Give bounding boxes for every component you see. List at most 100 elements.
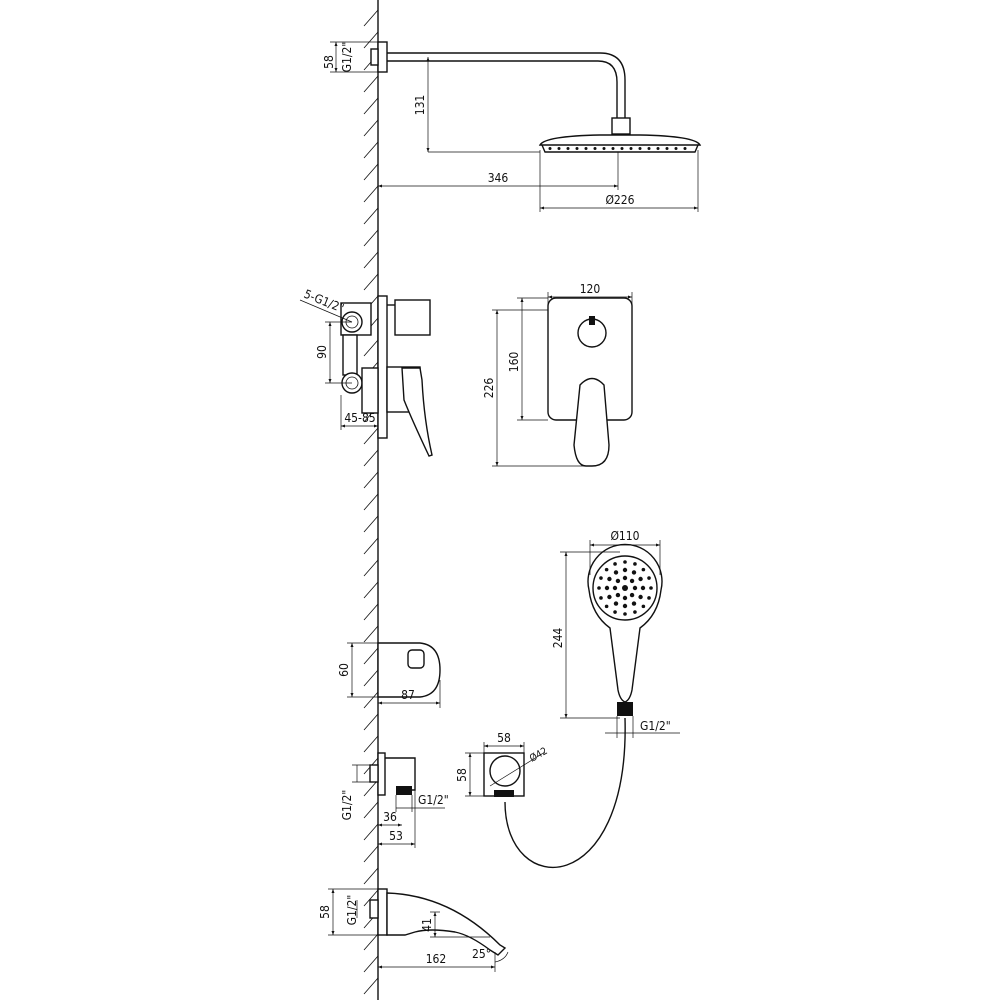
nozzle-dot xyxy=(622,567,628,573)
nozzle-dot xyxy=(599,576,603,580)
wall-hatch xyxy=(363,471,379,489)
nozzle-dot xyxy=(548,147,552,150)
nozzle-dot xyxy=(633,610,637,614)
nozzle-dot xyxy=(632,585,638,591)
nozzle-dot xyxy=(604,585,610,591)
nozzle-dot xyxy=(602,147,606,150)
wall-hatch xyxy=(363,251,379,269)
nozzle-dot xyxy=(566,147,570,150)
wall-hatch xyxy=(363,955,379,973)
mixer-side-view: 5-G1/2" 90 45-85 xyxy=(299,287,433,457)
wall-outlet-front-view: 58 58 Ø42 xyxy=(455,731,550,797)
nozzle-dot xyxy=(597,586,601,590)
head-thread: G1/2" xyxy=(340,42,354,73)
wall-hatch xyxy=(363,867,379,885)
hand-shower-diameter: Ø110 xyxy=(610,529,639,543)
wall-hatch xyxy=(363,141,379,159)
nozzle-dot xyxy=(638,594,643,600)
nozzle-dot xyxy=(641,604,646,609)
nozzle-dot xyxy=(674,147,678,150)
outlet-front-width: 58 xyxy=(497,731,511,745)
outlet-side-thread-right: G1/2" xyxy=(418,793,449,807)
spout-side-view: 58 G1/2" 41 162 25° xyxy=(318,888,509,972)
wall-hatch xyxy=(363,801,379,819)
nozzle-dot xyxy=(623,612,627,616)
nozzle-dot xyxy=(575,147,579,150)
wall-hatch xyxy=(363,603,379,621)
wall-hatch xyxy=(363,933,379,951)
nozzle-dot xyxy=(613,601,619,606)
nozzle-dot xyxy=(629,592,635,598)
hand-shower-thread: G1/2" xyxy=(640,719,671,733)
nozzle-dot xyxy=(638,147,642,150)
wall-hatch xyxy=(363,735,379,753)
mixer-width: 120 xyxy=(580,282,601,296)
wall-hatch xyxy=(363,427,379,445)
hand-shower-length: 244 xyxy=(551,628,565,649)
outlet-depth-outer: 53 xyxy=(389,829,403,843)
mixer-inlet-spacing: 90 xyxy=(315,345,329,359)
nozzle-dot xyxy=(631,601,637,606)
wall-hatch xyxy=(363,185,379,203)
nozzle-dot xyxy=(584,147,588,150)
wall-hatch xyxy=(363,339,379,357)
nozzle-dot xyxy=(607,594,612,600)
wall-hatch xyxy=(363,581,379,599)
nozzle-dot xyxy=(622,595,628,601)
head-projection: 346 xyxy=(488,171,509,185)
wall-hatch xyxy=(363,31,379,49)
nozzle-dot xyxy=(656,147,660,150)
wall-hatch xyxy=(363,559,379,577)
nozzle-dot xyxy=(557,147,561,150)
mixer-depth: 45-85 xyxy=(344,411,375,425)
head-flange-height: 58 xyxy=(322,55,336,69)
nozzle-dot xyxy=(599,596,603,600)
nozzle-dot xyxy=(640,585,646,591)
nozzle-dot xyxy=(620,147,624,150)
wall-hatch xyxy=(363,207,379,225)
spout-outlet-drop: 41 xyxy=(420,918,434,932)
wall-hatch xyxy=(363,537,379,555)
spout-height: 58 xyxy=(318,905,332,919)
wall-hatch xyxy=(363,273,379,291)
wall-hatch xyxy=(363,515,379,533)
nozzle-dot xyxy=(647,576,651,580)
outlet-front-diameter: Ø42 xyxy=(528,745,550,765)
nozzle-dot xyxy=(649,586,653,590)
nozzle-dot xyxy=(622,603,628,609)
spout-angle: 25° xyxy=(472,947,491,961)
nozzle-dot xyxy=(647,596,651,600)
nozzle-dot xyxy=(613,570,619,575)
holder-height: 60 xyxy=(337,663,351,677)
head-drop: 131 xyxy=(413,95,427,116)
mixer-height: 160 xyxy=(507,352,521,373)
wall-hatch xyxy=(363,713,379,731)
head-diameter: Ø226 xyxy=(605,193,634,207)
nozzle-dot xyxy=(633,562,637,566)
wall-hatch xyxy=(363,9,379,27)
wall-hatch xyxy=(363,119,379,137)
wall-outlet-side-view: G1/2" G1/2" 36 53 xyxy=(340,752,449,848)
mixer-connections: 5-G1/2" xyxy=(302,287,346,316)
nozzle-dot xyxy=(638,576,643,582)
mixer-total-height: 226 xyxy=(482,378,496,399)
wall-hatch xyxy=(363,691,379,709)
nozzle-dot xyxy=(613,610,617,614)
wall-hatch xyxy=(363,823,379,841)
nozzle-dot xyxy=(623,560,627,564)
mixer-front-view: 120 160 226 xyxy=(482,282,633,467)
nozzle-dot xyxy=(647,147,651,150)
holder-projection: 87 xyxy=(401,688,415,702)
wall-hatch xyxy=(363,845,379,863)
wall-hatch xyxy=(363,75,379,93)
nozzle-dot xyxy=(665,147,669,150)
wall-hatch xyxy=(363,493,379,511)
nozzle-dot xyxy=(683,147,687,150)
nozzle-dot xyxy=(641,567,646,572)
nozzle-dot xyxy=(631,570,637,575)
wall-hatch xyxy=(363,977,379,995)
nozzle-dot xyxy=(604,604,609,609)
nozzle-dot xyxy=(611,147,615,150)
nozzle-dot xyxy=(615,578,621,584)
